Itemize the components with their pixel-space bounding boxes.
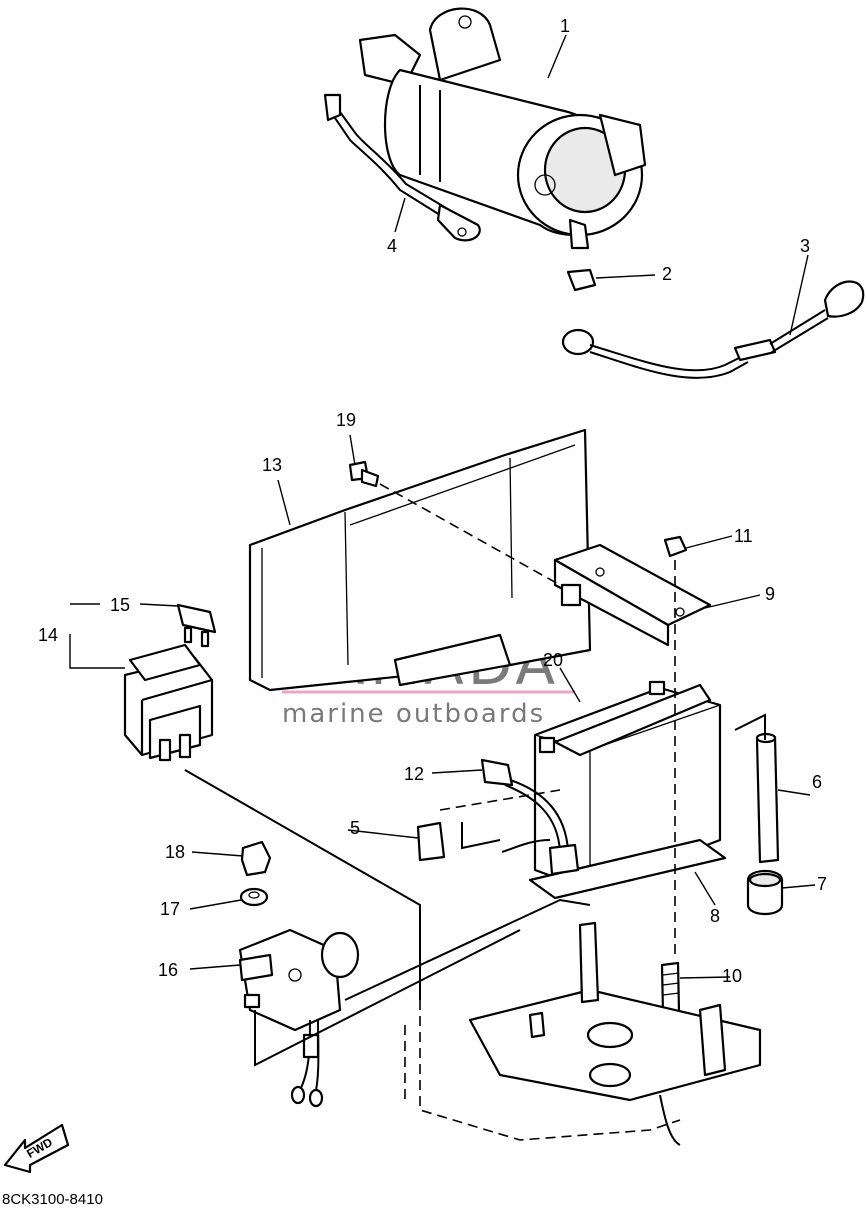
callout-4: 4	[387, 236, 397, 256]
flange-nut	[663, 535, 688, 558]
lead-connector	[480, 758, 580, 876]
callout-3: 3	[800, 236, 810, 256]
callout-19: 19	[336, 410, 356, 430]
grommet	[746, 869, 784, 916]
breather-hose	[755, 732, 780, 864]
fwd-arrow: FWD	[3, 1123, 70, 1174]
callout-14: 14	[38, 625, 58, 645]
fuse	[176, 603, 217, 648]
ground-lead	[323, 93, 481, 242]
clip	[416, 821, 446, 862]
callout-12: 12	[404, 764, 424, 784]
callout-15: 15	[110, 595, 130, 615]
callout-7: 7	[817, 874, 827, 894]
callout-5: 5	[350, 818, 360, 838]
leader-lines	[69, 34, 816, 979]
rectifier-regulator	[238, 928, 360, 1108]
diagram-code: 8CK3100-8410	[2, 1191, 103, 1208]
battery-tray	[528, 838, 727, 900]
base-plate	[404, 921, 762, 1146]
battery-cover	[248, 428, 592, 692]
callout-20: 20	[543, 650, 563, 670]
callout-6: 6	[812, 772, 822, 792]
callout-17: 17	[160, 899, 180, 919]
callout-1: 1	[560, 16, 570, 36]
callout-16: 16	[158, 960, 178, 980]
bolt	[348, 460, 380, 488]
callout-11: 11	[734, 526, 753, 546]
callout-18: 18	[165, 842, 185, 862]
watermark-tagline: marine outboards	[282, 699, 545, 729]
callout-numbers: 1 2 3 4 5 6 7 8 9 10 11 12 13 14 15 16 1…	[38, 16, 827, 986]
callout-13: 13	[262, 455, 282, 475]
callout-10: 10	[722, 966, 742, 986]
nut	[566, 268, 597, 292]
starter-relay	[123, 643, 214, 762]
starter-cable	[561, 280, 865, 379]
starter-motor	[358, 7, 647, 250]
battery	[533, 680, 722, 892]
callout-8: 8	[710, 906, 720, 926]
washer	[239, 887, 269, 907]
assembly-lines	[184, 483, 766, 1067]
cap-nut	[240, 840, 272, 877]
callout-2: 2	[662, 264, 672, 284]
callout-9: 9	[765, 584, 775, 604]
battery-bracket	[553, 543, 712, 647]
